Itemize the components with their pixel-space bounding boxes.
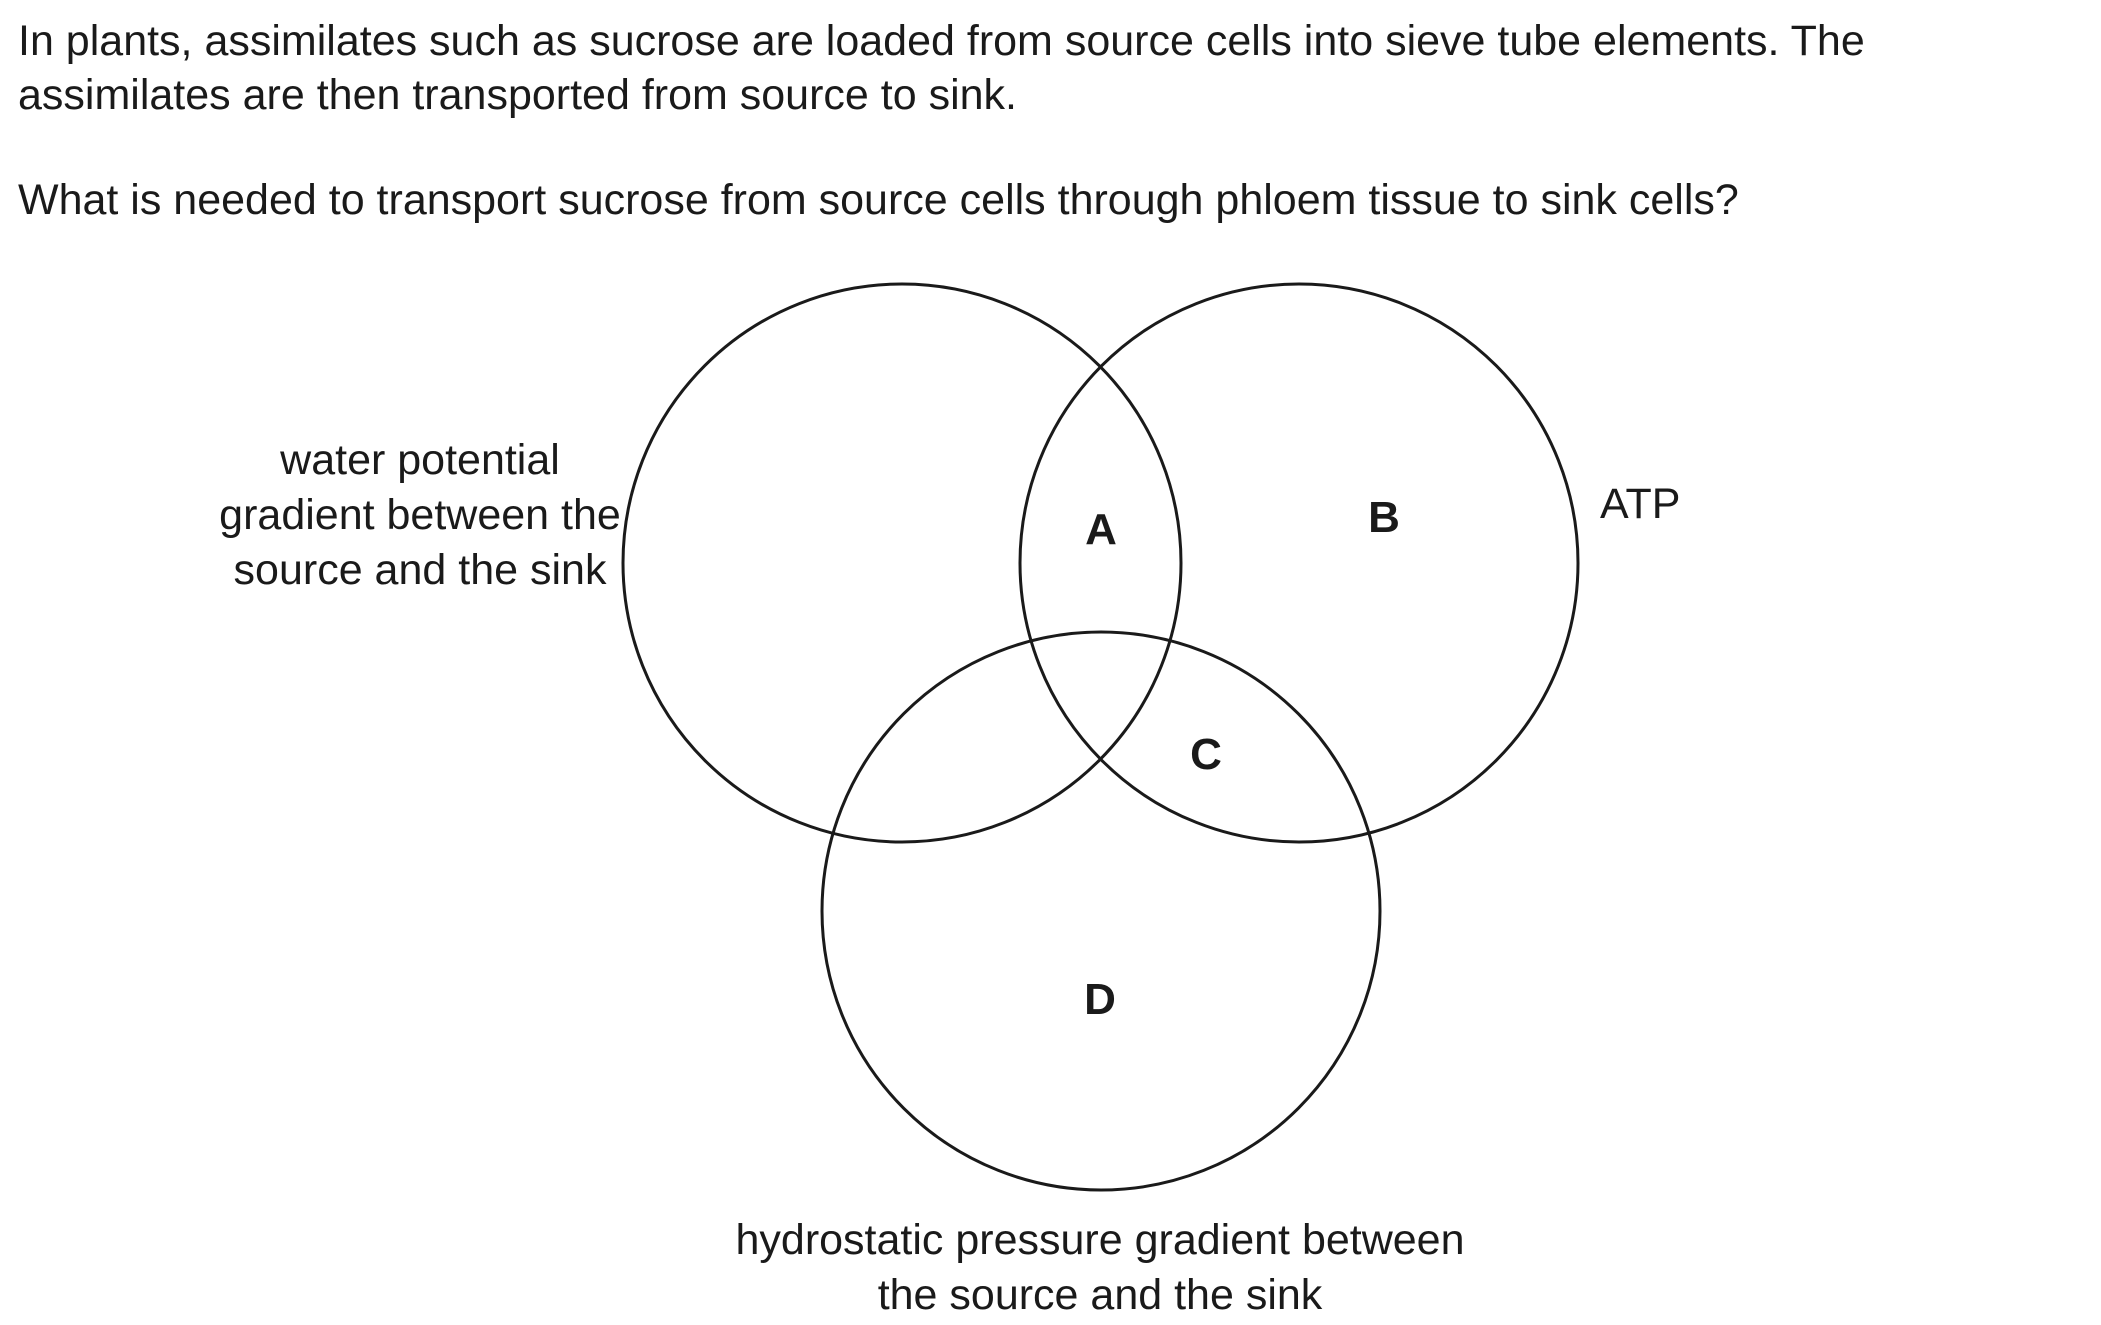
question-text: In plants, assimilates such as sucrose a… — [18, 14, 2078, 227]
region-label-d: D — [1084, 975, 1116, 1024]
question-prompt: What is needed to transport sucrose from… — [18, 176, 1739, 224]
circle-hydrostatic — [820, 630, 1382, 1192]
question-intro: In plants, assimilates such as sucrose a… — [18, 17, 1865, 119]
circle-water-potential — [621, 282, 1183, 844]
circle-atp — [1018, 282, 1580, 844]
region-label-b: B — [1368, 493, 1400, 542]
set-label-hydrostatic: hydrostatic pressure gradient between th… — [735, 1216, 1465, 1319]
set-label-atp: ATP — [1600, 480, 1681, 528]
set-label-water-potential: water potential gradient between the sou… — [219, 436, 621, 594]
region-label-a: A — [1085, 505, 1117, 554]
region-label-c: C — [1190, 730, 1222, 779]
